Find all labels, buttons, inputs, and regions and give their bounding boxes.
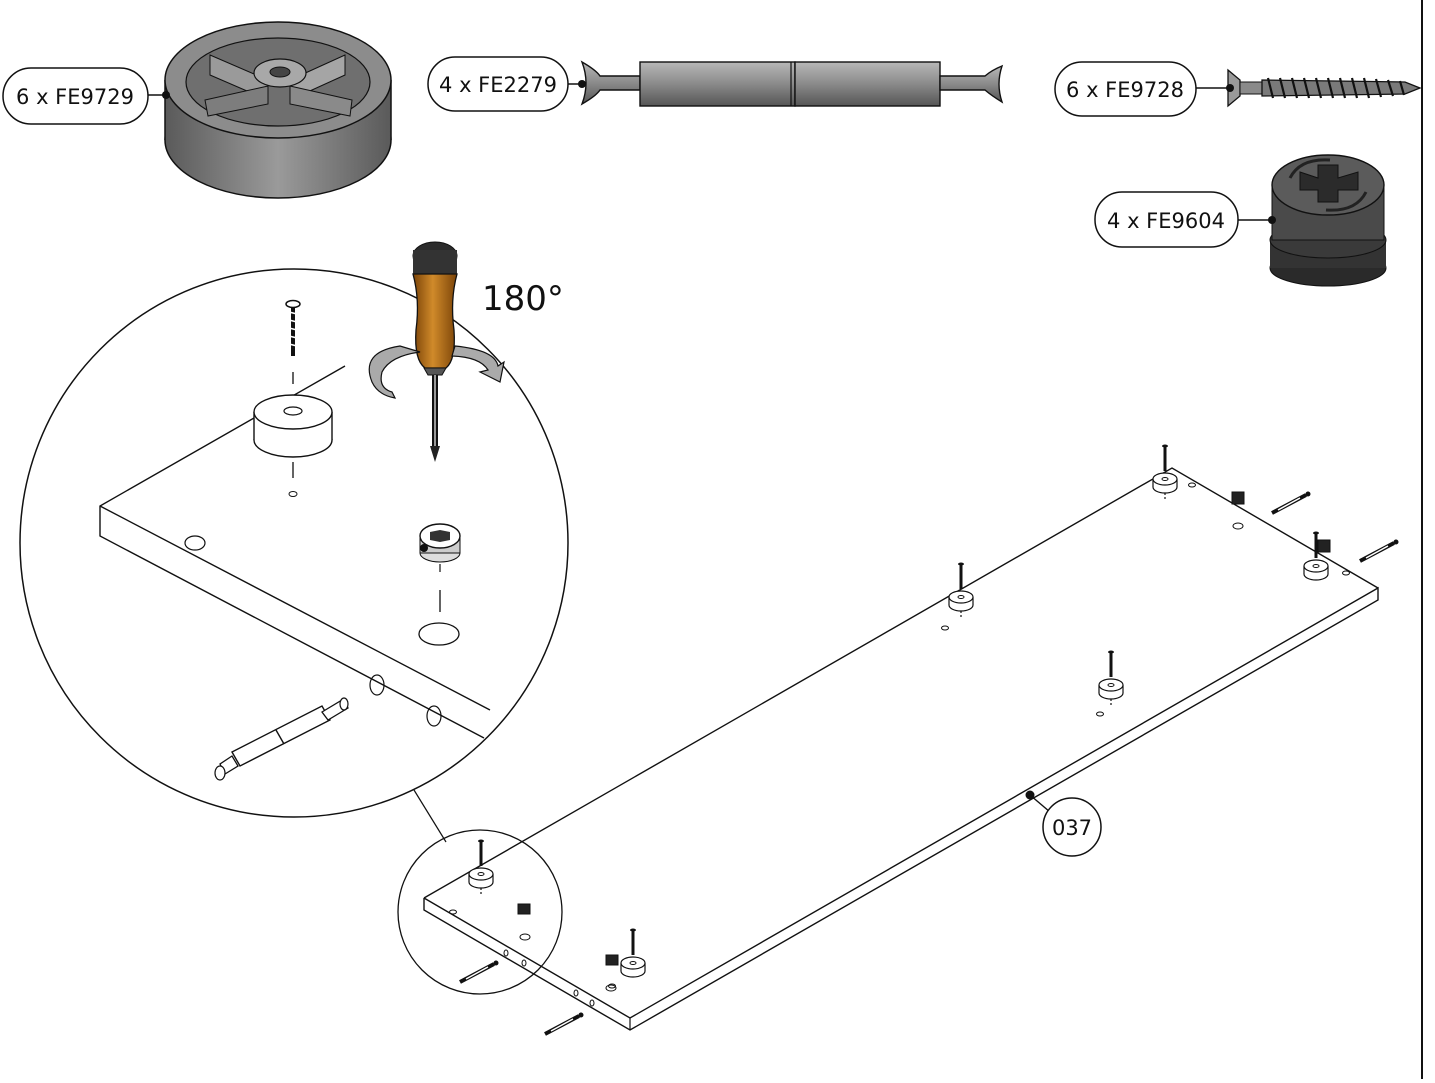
detail-view: 180° [19,241,569,843]
part-callout-cam: 4 x FE9604 [1094,191,1239,248]
part-label-dowel: 4 x FE2279 [439,73,557,97]
rotation-label: 180° [482,279,564,319]
leveler-foot-icon [164,21,392,199]
detail-bolt-icon [214,697,349,781]
cam-lock-icon [1269,154,1387,287]
magnifier-circle [397,829,563,995]
part-label-cam: 4 x FE9604 [1107,209,1225,233]
part-callout-screw: 6 x FE9728 [1054,61,1197,117]
panel-label: 037 [1052,816,1092,840]
panel-callout: 037 [1042,797,1102,857]
part-label-leveler: 6 x FE9729 [16,85,134,109]
part-callout-leveler: 6 x FE9729 [2,67,149,125]
screw-icon [1227,68,1422,108]
connector-bolt-icon [580,60,1004,107]
page-border [1421,0,1423,1079]
screwdriver-icon [412,241,458,462]
panel-037 [423,443,1401,1036]
part-callout-dowel: 4 x FE2279 [427,56,569,112]
part-label-screw: 6 x FE9728 [1066,78,1184,102]
